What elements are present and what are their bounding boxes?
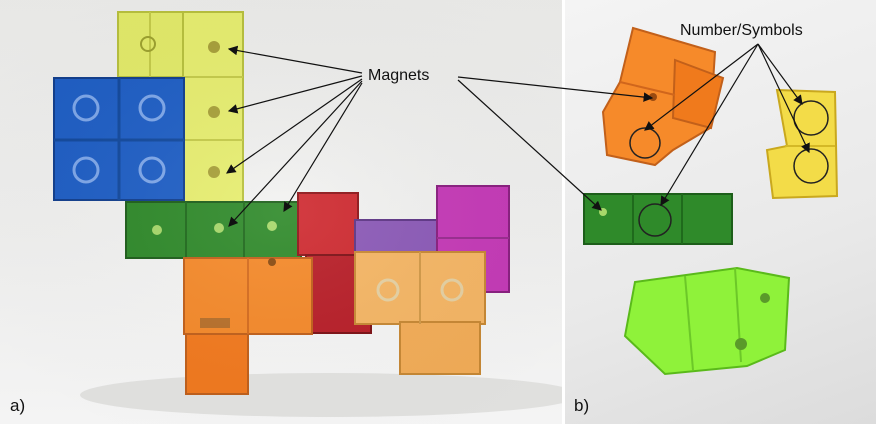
- magnet-arrow-5: [283, 82, 363, 213]
- symbol-arrow-4: [757, 43, 810, 154]
- magnet-arrow-3: [226, 78, 363, 174]
- magnet-arrow-4: [228, 80, 363, 227]
- panel-b-label: b): [574, 396, 590, 415]
- magnet-arrow-6: [457, 76, 654, 102]
- magnet-arrow-7: [457, 79, 602, 211]
- symbol-arrow-2: [660, 43, 759, 207]
- lighting-overlay: [0, 0, 562, 424]
- photo-panel-b: [565, 0, 876, 424]
- magnets-label: Magnets: [368, 67, 430, 84]
- green-piece: [583, 193, 733, 245]
- assembled-blocks-photo: [0, 0, 562, 424]
- symbol-arrow-1: [644, 43, 759, 131]
- lime-piece: [623, 266, 791, 376]
- symbol-arrow-3: [757, 43, 803, 105]
- number-symbols-label: Number/Symbols: [680, 22, 803, 39]
- photo-panel-a: [0, 0, 562, 424]
- panel-a-label: a): [10, 396, 26, 415]
- separate-blocks-photo: [583, 26, 839, 376]
- magnet-arrow-2: [227, 75, 363, 114]
- magnet-arrow-1: [227, 45, 363, 74]
- panel-separator: [562, 0, 565, 424]
